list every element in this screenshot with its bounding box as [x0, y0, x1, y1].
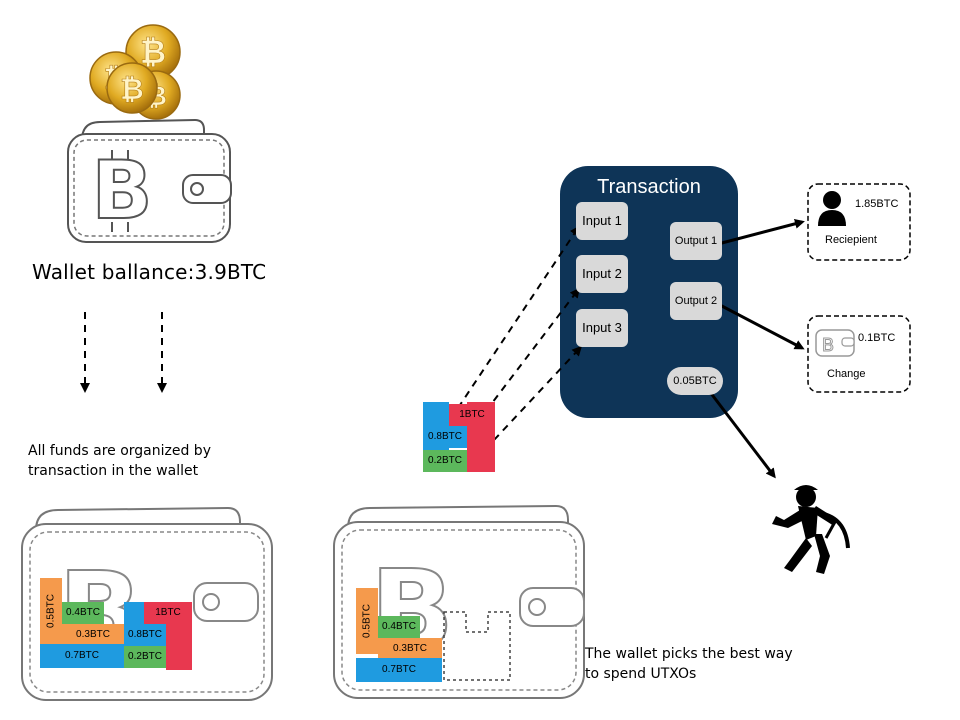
full-wallet-utxos: 0.5BTC 0.4BTC 0.3BTC 0.7BTC 1BTC 0.8BTC … — [40, 578, 192, 670]
change-label: Change — [827, 368, 866, 380]
utxo-08btc: 0.8BTC — [124, 624, 166, 646]
svg-text:₿: ₿ — [120, 72, 144, 106]
arrow-icon — [457, 225, 580, 409]
svg-text:B: B — [822, 335, 834, 356]
utxo-04btc: 0.4BTC — [62, 602, 104, 624]
person-icon — [818, 191, 846, 226]
fee-pill: 0.05BTC — [667, 367, 723, 395]
output-2: Output 2 — [670, 282, 722, 320]
svg-text:₿: ₿ — [140, 33, 166, 71]
utxo-07btc: 0.7BTC — [356, 658, 442, 682]
picks-caption-line2: to spend UTXOs — [585, 666, 697, 682]
change-amount: 0.1BTC — [858, 332, 896, 344]
arrow-icon — [717, 302, 805, 350]
funds-caption-line1: All funds are organized by — [28, 443, 211, 459]
input-2: Input 2 — [576, 255, 628, 293]
arrow-icon — [493, 345, 583, 441]
funds-caption-line2: transaction in the wallet — [28, 463, 199, 479]
utxo-07btc: 0.7BTC — [40, 644, 124, 668]
wallet-balance: Wallet ballance:3.9BTC — [32, 260, 267, 284]
output-1: Output 1 — [670, 222, 722, 260]
bitcoin-coin-icon: ₿ — [106, 62, 158, 114]
arrow-icon — [717, 218, 805, 246]
utxo-04btc: 0.4BTC — [378, 616, 420, 638]
wallet-icon: B — [815, 329, 855, 357]
picks-caption-line1: The wallet picks the best way — [585, 646, 793, 662]
utxo-1btc: 1BTC — [144, 602, 192, 624]
input-3: Input 3 — [576, 309, 628, 347]
miner-icon — [772, 485, 850, 574]
utxo-05btc: 0.5BTC — [40, 578, 62, 644]
input-1: Input 1 — [576, 202, 628, 240]
utxo-08btc: 0.8BTC — [423, 426, 467, 448]
utxo-stack: 1BTC 0.8BTC 0.2BTC — [423, 402, 495, 472]
recipient-label: Reciepient — [825, 234, 877, 246]
arrow-icon — [708, 391, 776, 479]
transaction-title: Transaction — [597, 176, 701, 198]
utxo-02btc: 0.2BTC — [124, 646, 166, 668]
utxo-03btc: 0.3BTC — [62, 624, 124, 646]
svg-text:B: B — [92, 144, 153, 237]
wallet-icon: B — [67, 118, 232, 243]
recipient-amount: 1.85BTC — [855, 198, 899, 210]
remaining-wallet-utxos: 0.5BTC 0.4BTC 0.3BTC 0.7BTC — [356, 588, 442, 682]
utxo-02btc: 0.2BTC — [423, 450, 467, 472]
utxo-1btc: 1BTC — [449, 404, 495, 426]
utxo-05btc: 0.5BTC — [356, 588, 378, 654]
utxo-03btc: 0.3BTC — [378, 638, 442, 660]
